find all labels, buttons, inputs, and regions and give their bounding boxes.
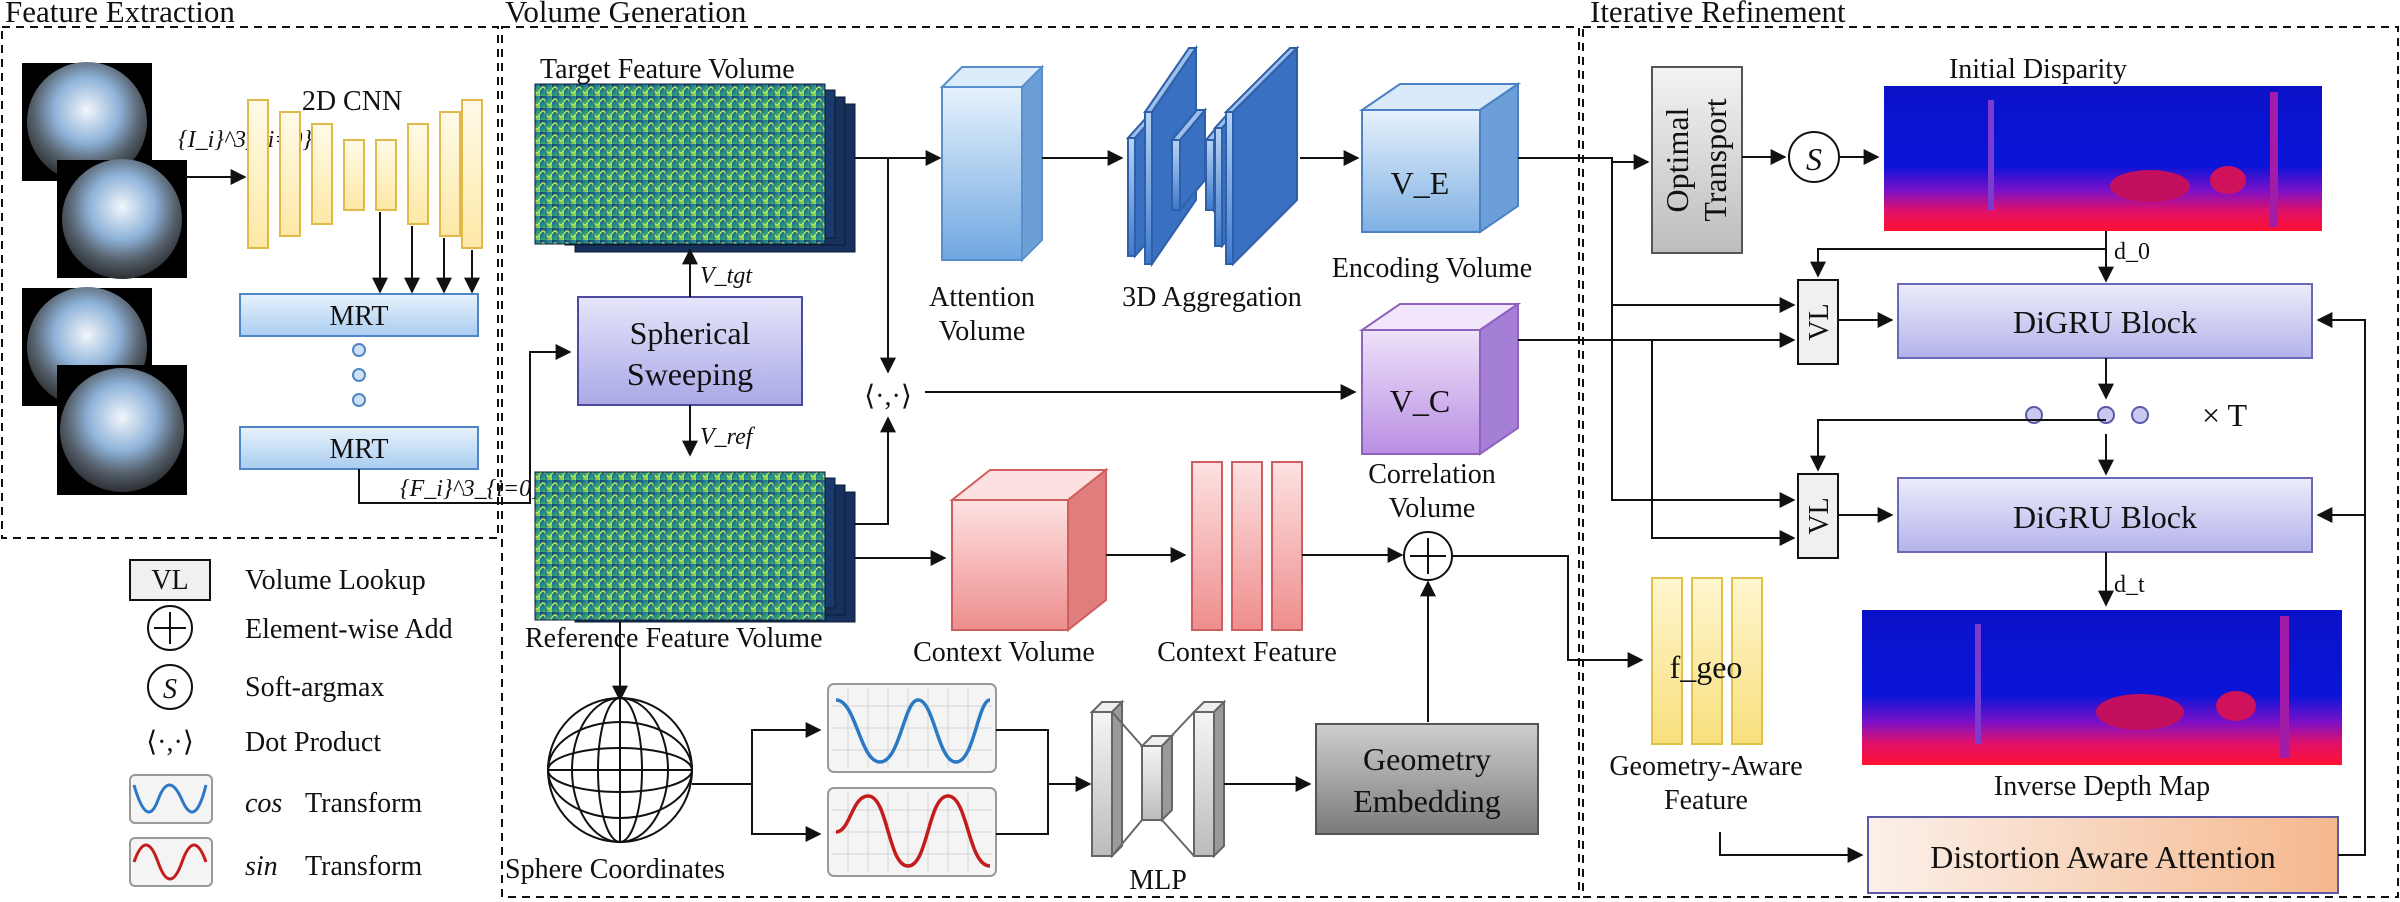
encoding-volume-block [1358, 82, 1522, 234]
correlation-volume-line1: Correlation [1368, 459, 1496, 490]
spherical-sweeping-block [577, 296, 803, 406]
geometry-aware-feature-line2: Feature [1664, 785, 1748, 816]
encoding-volume-label: Encoding Volume [1332, 253, 1532, 284]
section-title-volume-generation: Volume Generation [505, 0, 747, 29]
mrt-block-top [239, 293, 479, 337]
target-feature-volume-label: Target Feature Volume [540, 54, 795, 85]
inverse-depth-map-image [1862, 610, 2342, 765]
legend-symbol-0: VL [151, 565, 188, 596]
optimal-transport-line1: Optimal [1659, 107, 1695, 212]
volume-lookup-bottom[interactable] [1797, 473, 1839, 559]
legend: VL Volume Lookup Element-wise Add S Soft… [129, 559, 453, 887]
f-geo-label: f_geo [1670, 649, 1743, 685]
attention-volume-block [939, 64, 1045, 263]
times-t-label: × T [2202, 397, 2247, 433]
attention-volume-line1: Attention [929, 282, 1035, 313]
correlation-volume-line2: Volume [1389, 493, 1476, 524]
sin-wave-icon [129, 837, 213, 887]
aggregation-3d-label: 3D Aggregation [1122, 282, 1302, 313]
cos-wave-icon [129, 774, 213, 824]
legend-label-3: Dot Product [245, 727, 381, 758]
dot-product-symbol: ⟨·,·⟩ [864, 381, 912, 412]
legend-label-1: Element-wise Add [245, 614, 453, 645]
vl-bottom-label: VL [1804, 497, 1835, 534]
context-volume-label: Context Volume [913, 637, 1095, 668]
attention-volume-line2: Volume [939, 316, 1026, 347]
mrt-bottom-label: MRT [330, 434, 389, 465]
context-volume-block [949, 467, 1109, 633]
d0-label: d_0 [2114, 239, 2150, 265]
dot-product-icon: ⟨·,·⟩ [146, 727, 194, 758]
legend-symbol-2: S [163, 674, 177, 705]
geometry-aware-feature-line1: Geometry-Aware [1609, 751, 1802, 782]
vl-box-icon [129, 559, 211, 601]
iterative-refinement-frame [1582, 26, 2399, 898]
distortion-aware-attention-label: Distortion Aware Attention [1930, 839, 2275, 875]
mrt-top-label: MRT [330, 301, 389, 332]
sin-transform-icon [827, 787, 997, 877]
mlp-block [1089, 699, 1227, 859]
aggregation-3d-block [1125, 44, 1300, 268]
v-tgt-label: V_tgt [700, 263, 753, 289]
legend-label-4: Transform [305, 788, 422, 819]
geometry-aware-feature-bars [1651, 577, 1763, 745]
sphere-icon [547, 697, 693, 843]
context-feature-bars [1191, 461, 1303, 631]
mrt-ellipsis [352, 343, 366, 407]
soft-argmax-symbol: S [1806, 141, 1822, 177]
distortion-aware-attention-block [1867, 816, 2339, 894]
initial-disparity-label: Initial Disparity [1949, 54, 2127, 85]
volume-lookup-top[interactable] [1797, 279, 1839, 365]
legend-symbol-4: cos [245, 788, 282, 819]
geometry-embedding-line1: Geometry [1363, 741, 1491, 777]
correlation-volume-block [1358, 302, 1522, 456]
geometry-embedding-line2: Embedding [1353, 783, 1501, 819]
v-ref-label: V_ref [700, 424, 756, 450]
digru-block-top [1897, 283, 2313, 359]
target-feature-volume [534, 83, 856, 253]
vl-top-label: VL [1804, 303, 1835, 340]
reference-feature-volume-label: Reference Feature Volume [525, 623, 823, 654]
spherical-sweeping-line2: Sweeping [627, 356, 753, 392]
digru-top-label: DiGRU Block [2013, 304, 2197, 340]
digru-bottom-label: DiGRU Block [2013, 499, 2197, 535]
context-feature-label: Context Feature [1157, 637, 1337, 668]
correlation-volume-symbol: V_C [1390, 383, 1450, 419]
legend-label-5: Transform [305, 851, 422, 882]
legend-label-2: Soft-argmax [245, 672, 384, 703]
volume-generation-frame [501, 26, 1580, 898]
section-title-iterative-refinement: Iterative Refinement [1590, 0, 1846, 29]
optimal-transport-block [1651, 66, 1743, 254]
section-title-feature-extraction: Feature Extraction [5, 0, 235, 29]
mrt-block-bottom [239, 426, 479, 470]
dt-label: d_t [2114, 572, 2145, 598]
legend-symbol-5: sin [245, 851, 278, 882]
inverse-depth-map-label: Inverse Depth Map [1994, 771, 2210, 802]
cnn-label: 2D CNN [302, 86, 402, 117]
feature-maps-label: {F_i}^3_{i=0} [400, 476, 541, 502]
digru-block-bottom [1897, 477, 2313, 553]
circled-s-icon [147, 664, 193, 710]
sphere-coordinates-label: Sphere Coordinates [505, 854, 725, 885]
geometry-embedding-block [1315, 723, 1539, 835]
legend-label-0: Volume Lookup [245, 565, 426, 596]
spherical-sweeping-line1: Spherical [630, 315, 751, 351]
cos-transform-icon [827, 683, 997, 773]
mlp-label: MLP [1129, 865, 1187, 896]
encoding-volume-symbol: V_E [1391, 165, 1450, 201]
reference-feature-volume [534, 471, 856, 623]
cnn-layers [247, 99, 483, 249]
fisheye-input-images [22, 62, 187, 495]
optimal-transport-line2: Transport [1697, 98, 1733, 221]
initial-disparity-image [1884, 86, 2322, 231]
